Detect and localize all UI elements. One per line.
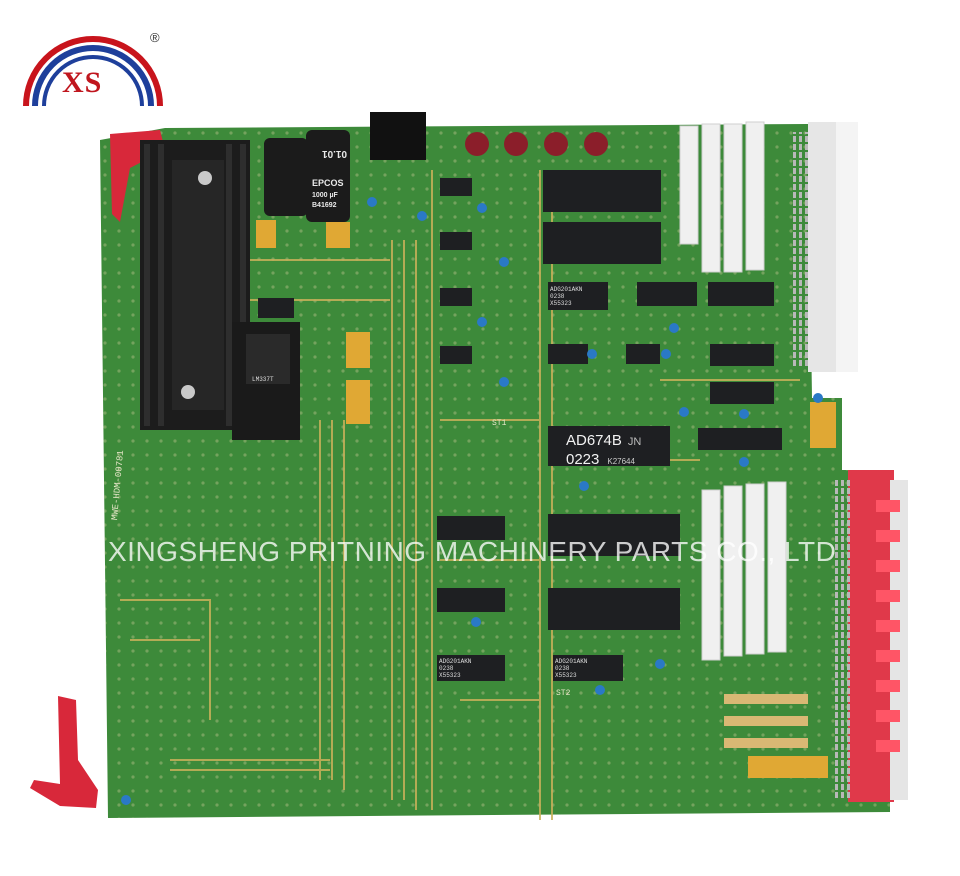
round-resistors bbox=[465, 132, 608, 156]
logo-text: XS bbox=[62, 66, 103, 99]
capacitor-label-d: B41692 bbox=[312, 202, 337, 209]
adc-chip-grade: JN bbox=[627, 436, 642, 448]
silk-label-st1: ST1 bbox=[492, 419, 507, 428]
regulator-label: LM337T bbox=[252, 376, 274, 383]
capacitor-label-c: 1000 µF bbox=[312, 192, 338, 199]
bottom-ejector bbox=[30, 696, 98, 808]
silk-label-st2: ST2 bbox=[556, 689, 571, 698]
ceramic-capacitors bbox=[121, 197, 823, 805]
adc-chip-name: AD674B bbox=[566, 432, 622, 449]
capacitor-label-b: EPCOS bbox=[312, 178, 344, 188]
watermark-text: XINGSHENG PRITNING MACHINERY PARTS CO., … bbox=[108, 536, 837, 567]
din-connector-top bbox=[790, 122, 858, 372]
registered-mark: ® bbox=[150, 30, 160, 45]
adc-chip-code: K27644 bbox=[607, 457, 635, 466]
din-connector-bottom bbox=[832, 470, 908, 802]
logo-arcs bbox=[23, 36, 163, 107]
resistor-strips bbox=[724, 694, 808, 748]
ic-chips bbox=[258, 170, 782, 681]
capacitor-label-a: 01.01 bbox=[322, 148, 348, 159]
adc-chip-date: 0223 bbox=[566, 451, 600, 468]
pcb-traces bbox=[120, 170, 800, 820]
tantalum-capacitors bbox=[256, 220, 836, 778]
heatsink bbox=[140, 140, 250, 430]
resistor-networks bbox=[679, 121, 787, 661]
electrolytic-capacitors bbox=[264, 112, 426, 222]
adc-chip-label: AD674B JN 0223 K27644 bbox=[566, 432, 641, 470]
